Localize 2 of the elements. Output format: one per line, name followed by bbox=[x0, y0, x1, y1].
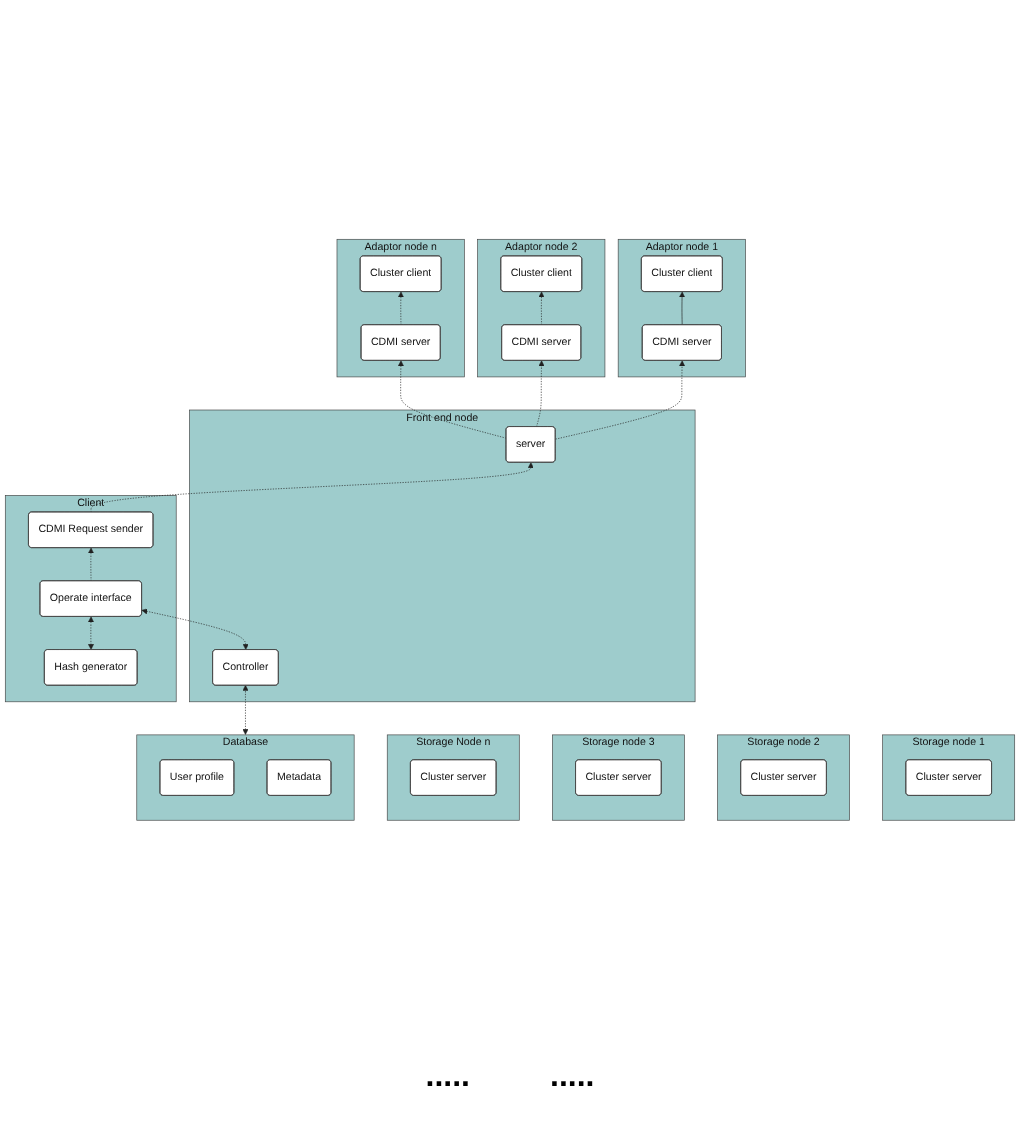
ellipsis-text: ..... bbox=[550, 1060, 595, 1096]
ellipsis-text: ..... bbox=[425, 1060, 470, 1096]
